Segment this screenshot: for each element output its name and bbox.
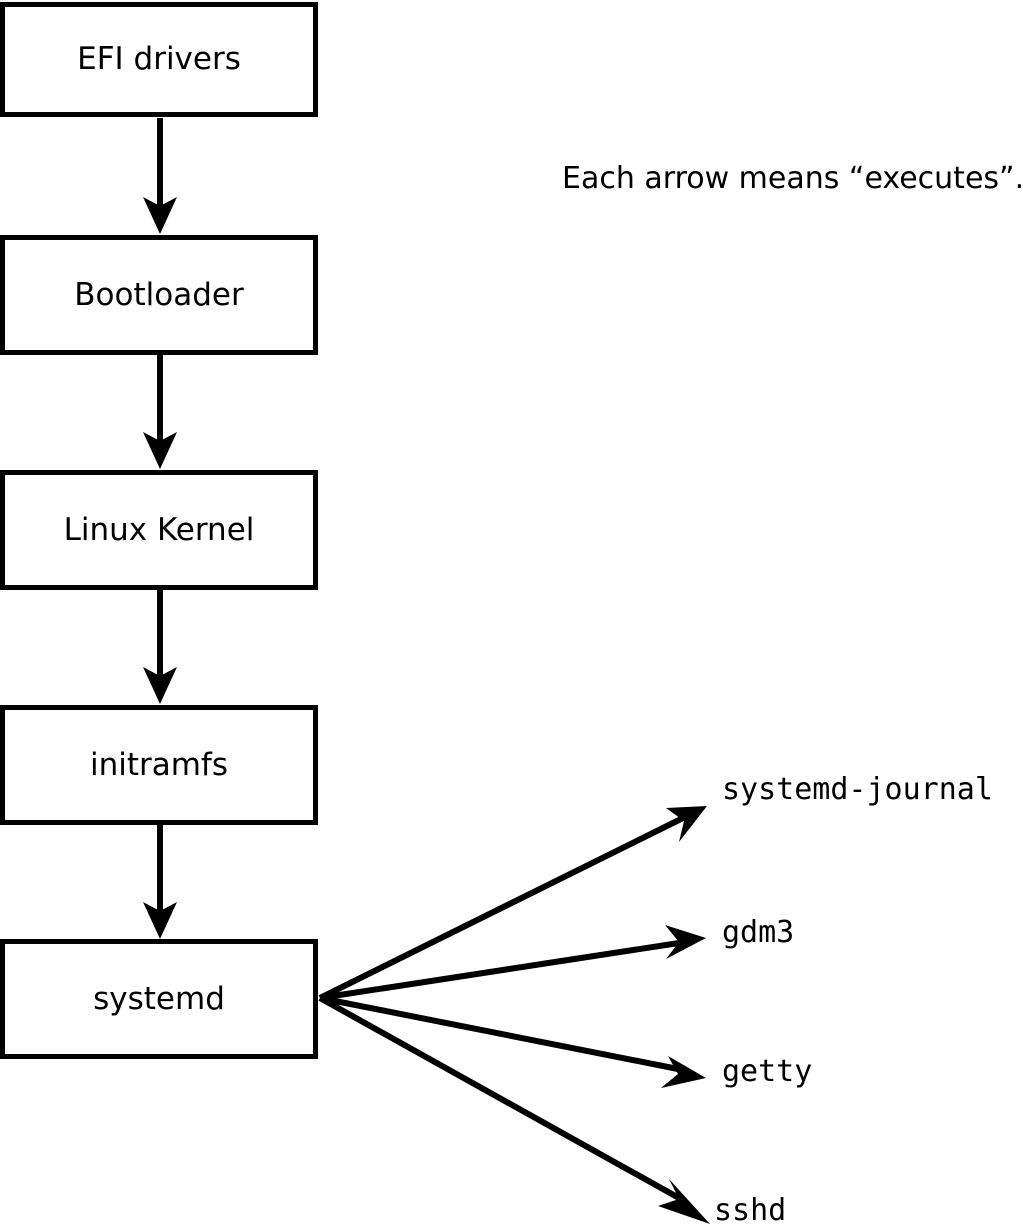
stage-label-bootloader: Bootloader — [74, 276, 244, 313]
service-arrow-systemd-to-gdm3 — [319, 925, 706, 1001]
stage-label-systemd: systemd — [93, 980, 225, 1017]
service-label-getty: getty — [722, 1054, 813, 1089]
stage-box-efi-drivers[interactable]: EFI drivers — [0, 2, 318, 117]
chain-arrow-bootloader-to-linux-kernel — [143, 353, 177, 469]
service-label-sshd: sshd — [714, 1193, 787, 1228]
service-arrow-systemd-to-systemd-journal — [318, 806, 707, 1001]
chain-arrow-efi-drivers-to-bootloader — [143, 118, 177, 234]
service-arrow-systemd-to-sshd — [318, 995, 710, 1224]
chain-arrow-initramfs-to-systemd — [143, 823, 177, 939]
legend-note: Each arrow means “executes”. — [562, 161, 1023, 196]
stage-box-linux-kernel[interactable]: Linux Kernel — [0, 470, 318, 590]
stage-box-systemd[interactable]: systemd — [0, 939, 318, 1059]
chain-arrow-linux-kernel-to-initramfs — [143, 588, 177, 704]
stage-label-initramfs: initramfs — [89, 746, 229, 783]
stage-label-efi-drivers: EFI drivers — [77, 41, 241, 77]
stage-label-linux-kernel: Linux Kernel — [63, 511, 255, 548]
service-label-gdm3: gdm3 — [722, 915, 795, 950]
stage-box-initramfs[interactable]: initramfs — [0, 705, 318, 825]
service-label-systemd-journal: systemd-journal — [722, 772, 993, 807]
service-arrow-systemd-to-getty — [319, 995, 706, 1088]
stage-box-bootloader[interactable]: Bootloader — [0, 235, 318, 355]
